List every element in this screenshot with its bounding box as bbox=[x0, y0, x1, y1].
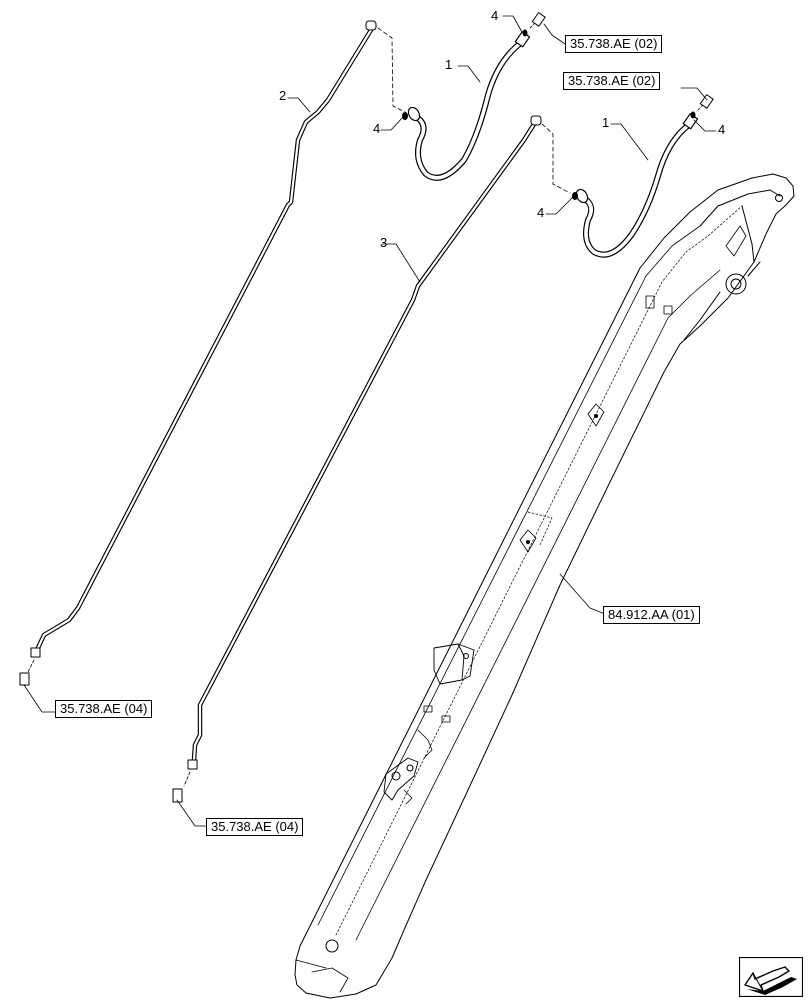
pipe-2-top-fitting bbox=[365, 20, 377, 31]
callout-item-4: 4 bbox=[537, 205, 545, 220]
callout-item-4: 4 bbox=[491, 8, 499, 23]
callout-item-1: 1 bbox=[602, 115, 610, 130]
callout-item-2: 2 bbox=[279, 88, 287, 103]
reference-link-35-738-ae-02[interactable]: 35.738.AE (02) bbox=[563, 72, 661, 90]
callout-item-1: 1 bbox=[445, 57, 453, 72]
leader-lines bbox=[23, 15, 717, 827]
callout-item-4: 4 bbox=[373, 121, 381, 136]
callout-item-3: 3 bbox=[380, 235, 388, 250]
pipe-2 bbox=[19, 20, 377, 686]
reference-link-84-912-aa-01[interactable]: 84.912.AA (01) bbox=[603, 606, 700, 624]
hose-1-lower bbox=[572, 94, 714, 258]
reference-link-35-738-ae-04[interactable]: 35.738.AE (04) bbox=[206, 818, 304, 836]
reference-link-35-738-ae-04[interactable]: 35.738.AE (04) bbox=[55, 700, 153, 718]
o-ring-4-b bbox=[522, 29, 528, 37]
next-page-arrow-icon[interactable] bbox=[739, 957, 803, 997]
o-ring-4-d bbox=[690, 111, 696, 119]
callout-item-4: 4 bbox=[718, 122, 726, 137]
pipe-2-union-fitting bbox=[19, 672, 30, 686]
pipe-3-top-fitting bbox=[530, 115, 542, 126]
boom-assembly bbox=[294, 173, 795, 999]
reference-link-35-738-ae-02[interactable]: 35.738.AE (02) bbox=[565, 35, 663, 53]
o-ring-4-a bbox=[402, 112, 408, 120]
connection-line-a bbox=[377, 27, 406, 113]
pipe-3-union-fitting bbox=[172, 788, 183, 803]
hose-1-upper bbox=[402, 12, 546, 181]
pipe-3 bbox=[172, 115, 542, 803]
pipe-3-bottom-fitting bbox=[187, 759, 198, 770]
o-ring-4-c bbox=[572, 192, 578, 200]
pipe-2-bottom-fitting bbox=[30, 647, 41, 658]
connection-line-b bbox=[541, 123, 571, 194]
